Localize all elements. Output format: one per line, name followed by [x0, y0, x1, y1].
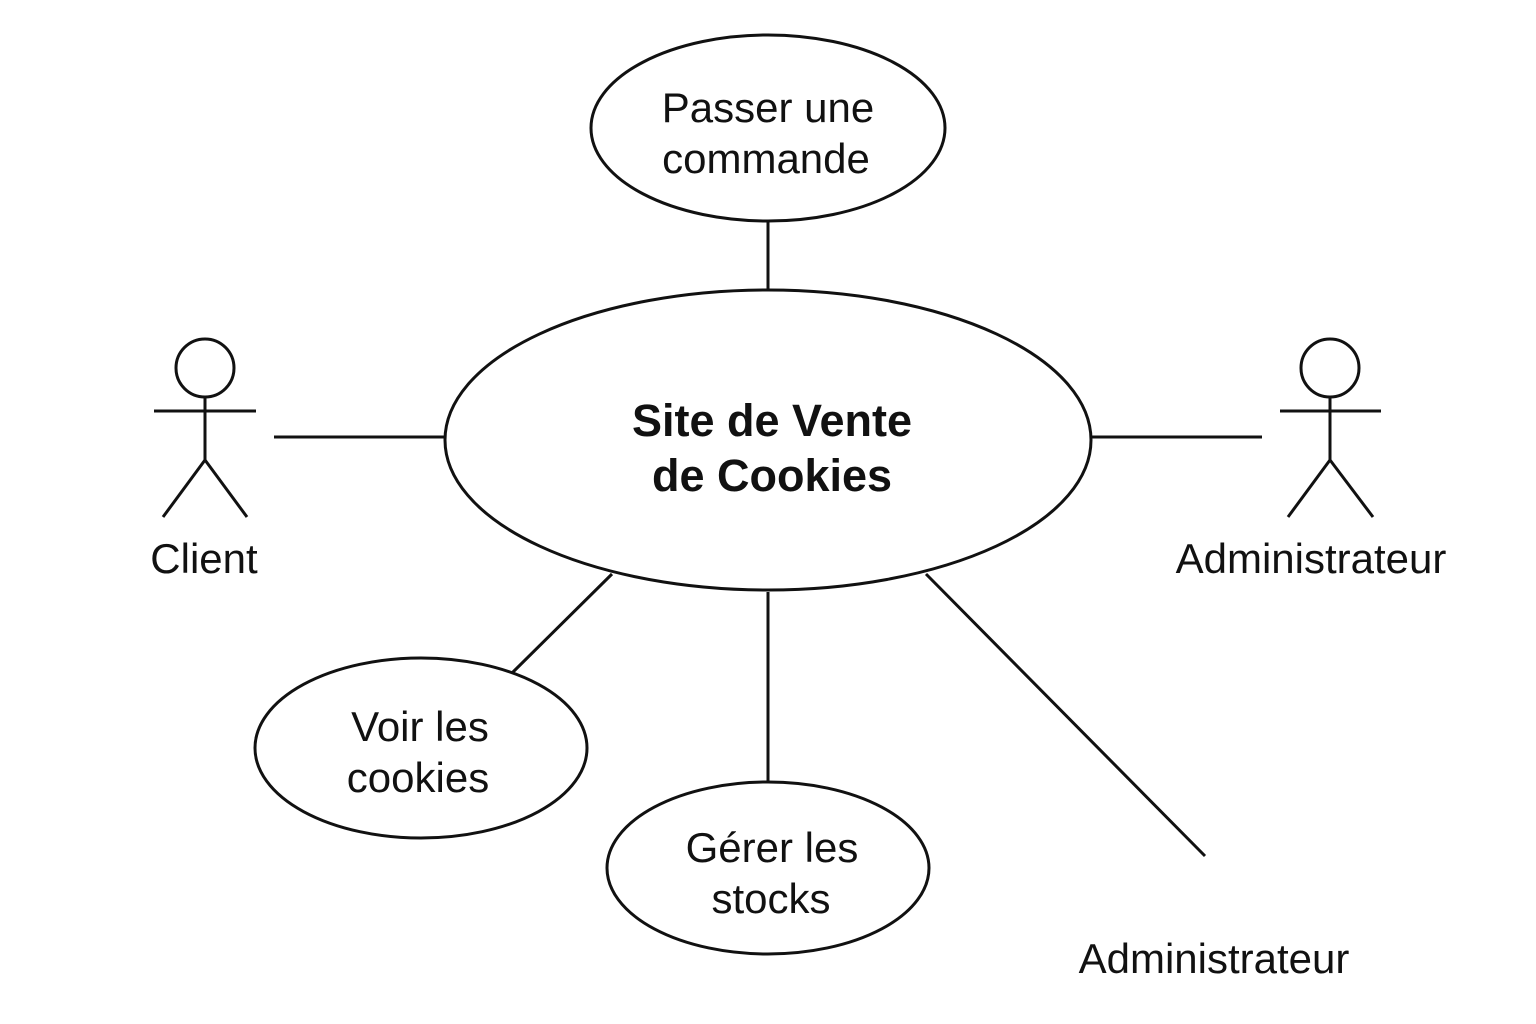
use-case-gerer-stocks-line1: Gérer les: [686, 824, 859, 871]
stick-figure-icon: [154, 337, 256, 518]
use-case-voir-cookies-line2: cookies: [347, 754, 489, 801]
actor-administrateur-bottom-label: Administrateur: [1079, 935, 1350, 982]
use-case-gerer-stocks-ellipse: [605, 780, 931, 956]
actor-administrateur: Administrateur: [1176, 337, 1447, 582]
use-case-voir-cookies: Voir les cookies: [253, 656, 589, 840]
use-case-passer-commande-line1: Passer une: [662, 84, 874, 131]
actor-client-label: Client: [150, 535, 258, 582]
use-case-voir-cookies-ellipse: [253, 656, 589, 840]
stick-figure-icon: [1280, 337, 1381, 518]
actor-administrateur-label: Administrateur: [1176, 535, 1447, 582]
use-case-passer-commande-ellipse: [589, 33, 947, 223]
use-case-passer-commande-line2: commande: [662, 135, 870, 182]
link-system-administrateur-bottom: [924, 572, 1207, 858]
system-site-vente-cookies: Site de Vente de Cookies: [443, 288, 1093, 592]
system-title-line1: Site de Vente: [632, 395, 912, 446]
use-case-passer-commande: Passer une commande: [589, 33, 947, 223]
system-title-line2: de Cookies: [652, 450, 892, 501]
system-ellipse: [443, 288, 1093, 592]
actor-client: Client: [150, 337, 258, 582]
associations: [274, 222, 1262, 858]
use-case-voir-cookies-line1: Voir les: [351, 703, 489, 750]
use-case-gerer-stocks: Gérer les stocks: [605, 780, 931, 956]
link-system-voir-cookies: [510, 572, 614, 675]
use-case-gerer-stocks-line2: stocks: [711, 875, 830, 922]
